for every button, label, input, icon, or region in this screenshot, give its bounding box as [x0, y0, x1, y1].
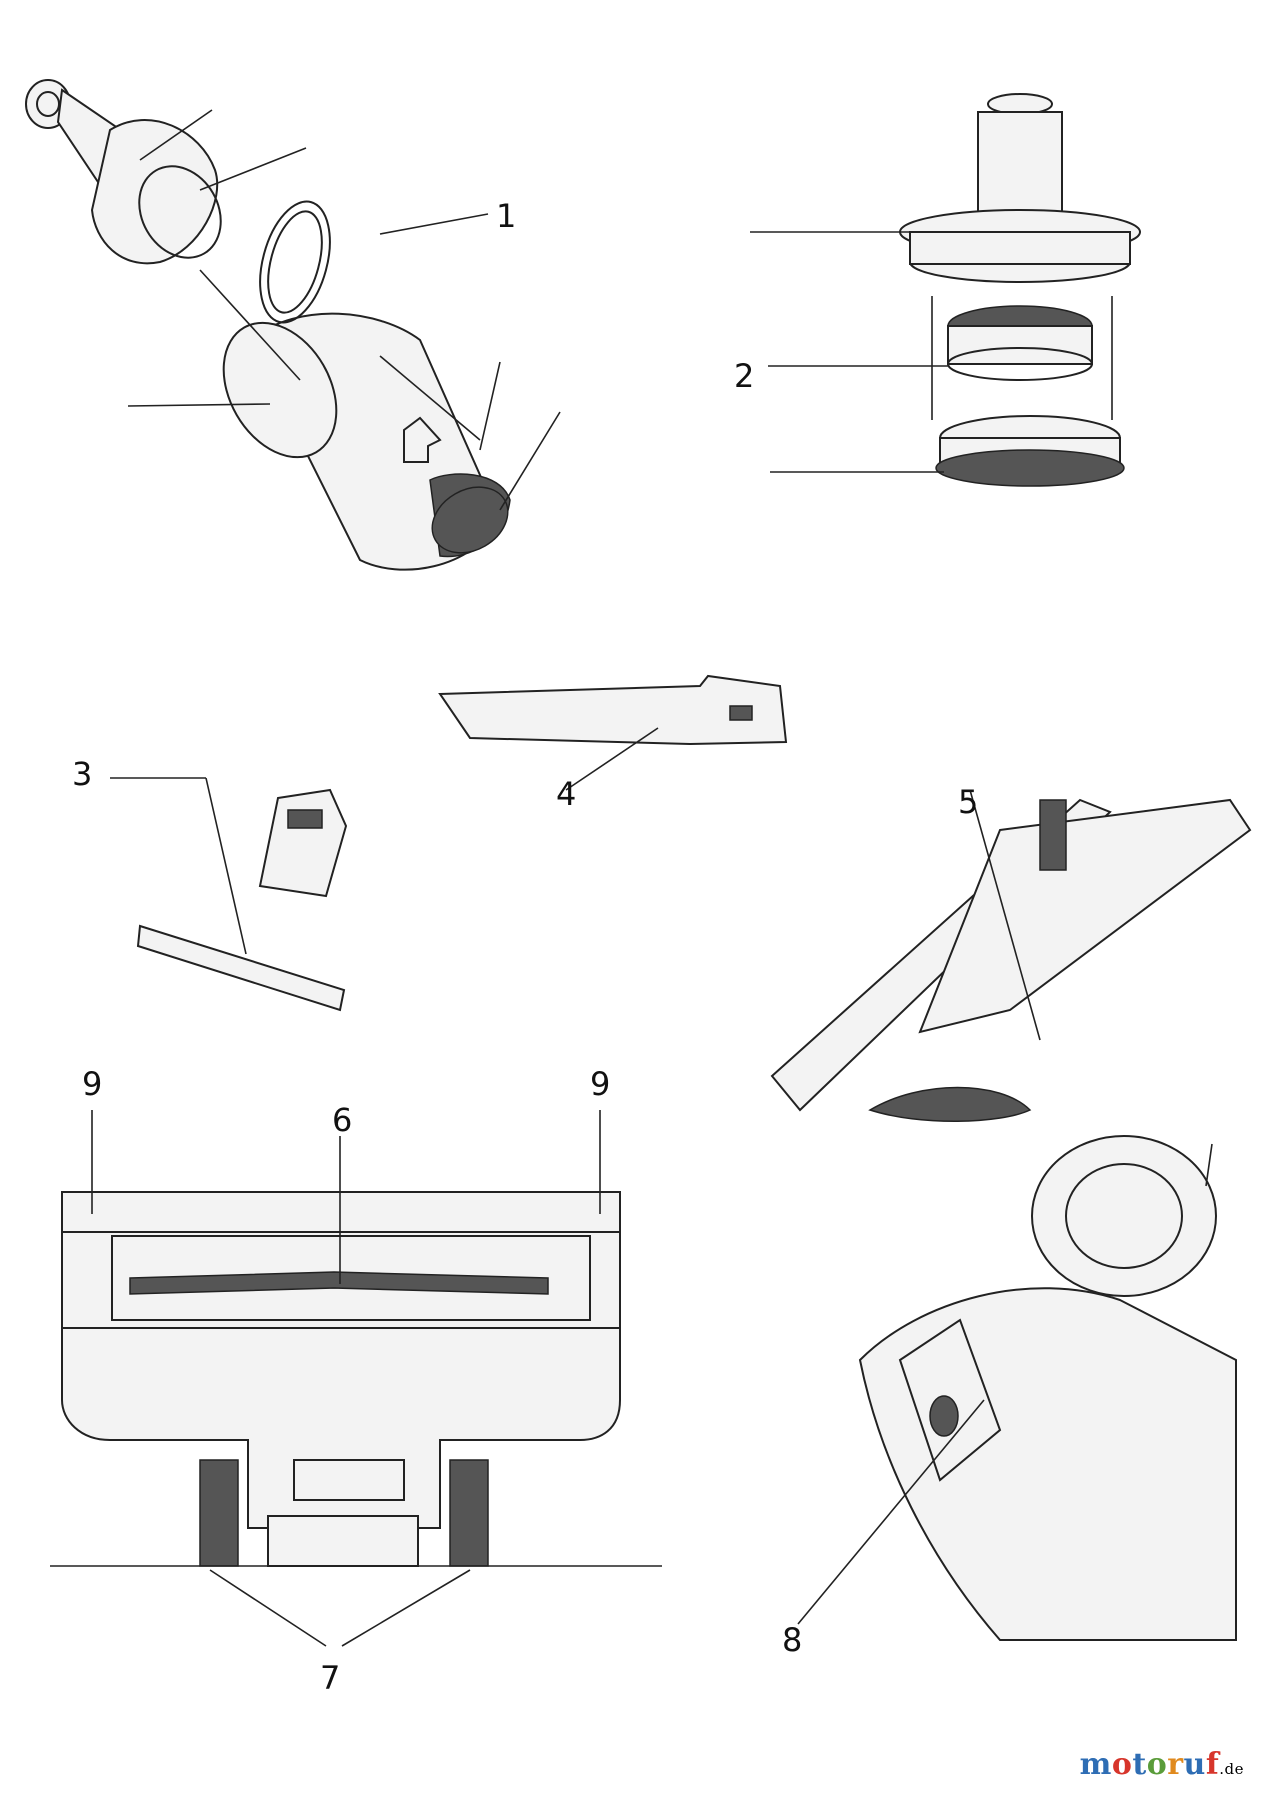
watermark-letter: o [1146, 1747, 1168, 1782]
watermark-letter: m [1079, 1747, 1112, 1782]
callout-1: 1 [496, 197, 517, 235]
upholstery-tool [110, 777, 348, 1012]
watermark-letter: t [1132, 1747, 1147, 1782]
callout-7: 7 [320, 1659, 341, 1697]
crevice-tool [438, 674, 788, 791]
dust-cup-assembly [25, 79, 561, 571]
watermark-letter: r [1167, 1747, 1184, 1782]
watermark-letter: u [1183, 1747, 1206, 1782]
callout-8: 8 [782, 1621, 803, 1659]
watermark-letter: o [1111, 1747, 1133, 1782]
callout-6: 6 [332, 1101, 353, 1139]
watermark-letter: f [1205, 1747, 1220, 1782]
callout-5: 5 [958, 783, 979, 821]
watermark-suffix: .de [1219, 1760, 1244, 1778]
floor-head-underside [50, 1110, 662, 1647]
brush-roll-release [797, 1135, 1237, 1641]
filter-assembly [750, 93, 1141, 487]
floor-head-angled [770, 789, 1252, 1122]
callout-9-right: 9 [590, 1065, 611, 1103]
callout-9-left: 9 [82, 1065, 103, 1103]
callout-2: 2 [734, 357, 755, 395]
callout-4: 4 [556, 775, 577, 813]
callout-3: 3 [72, 755, 93, 793]
watermark-logo: motoruf.de [1080, 1747, 1244, 1782]
